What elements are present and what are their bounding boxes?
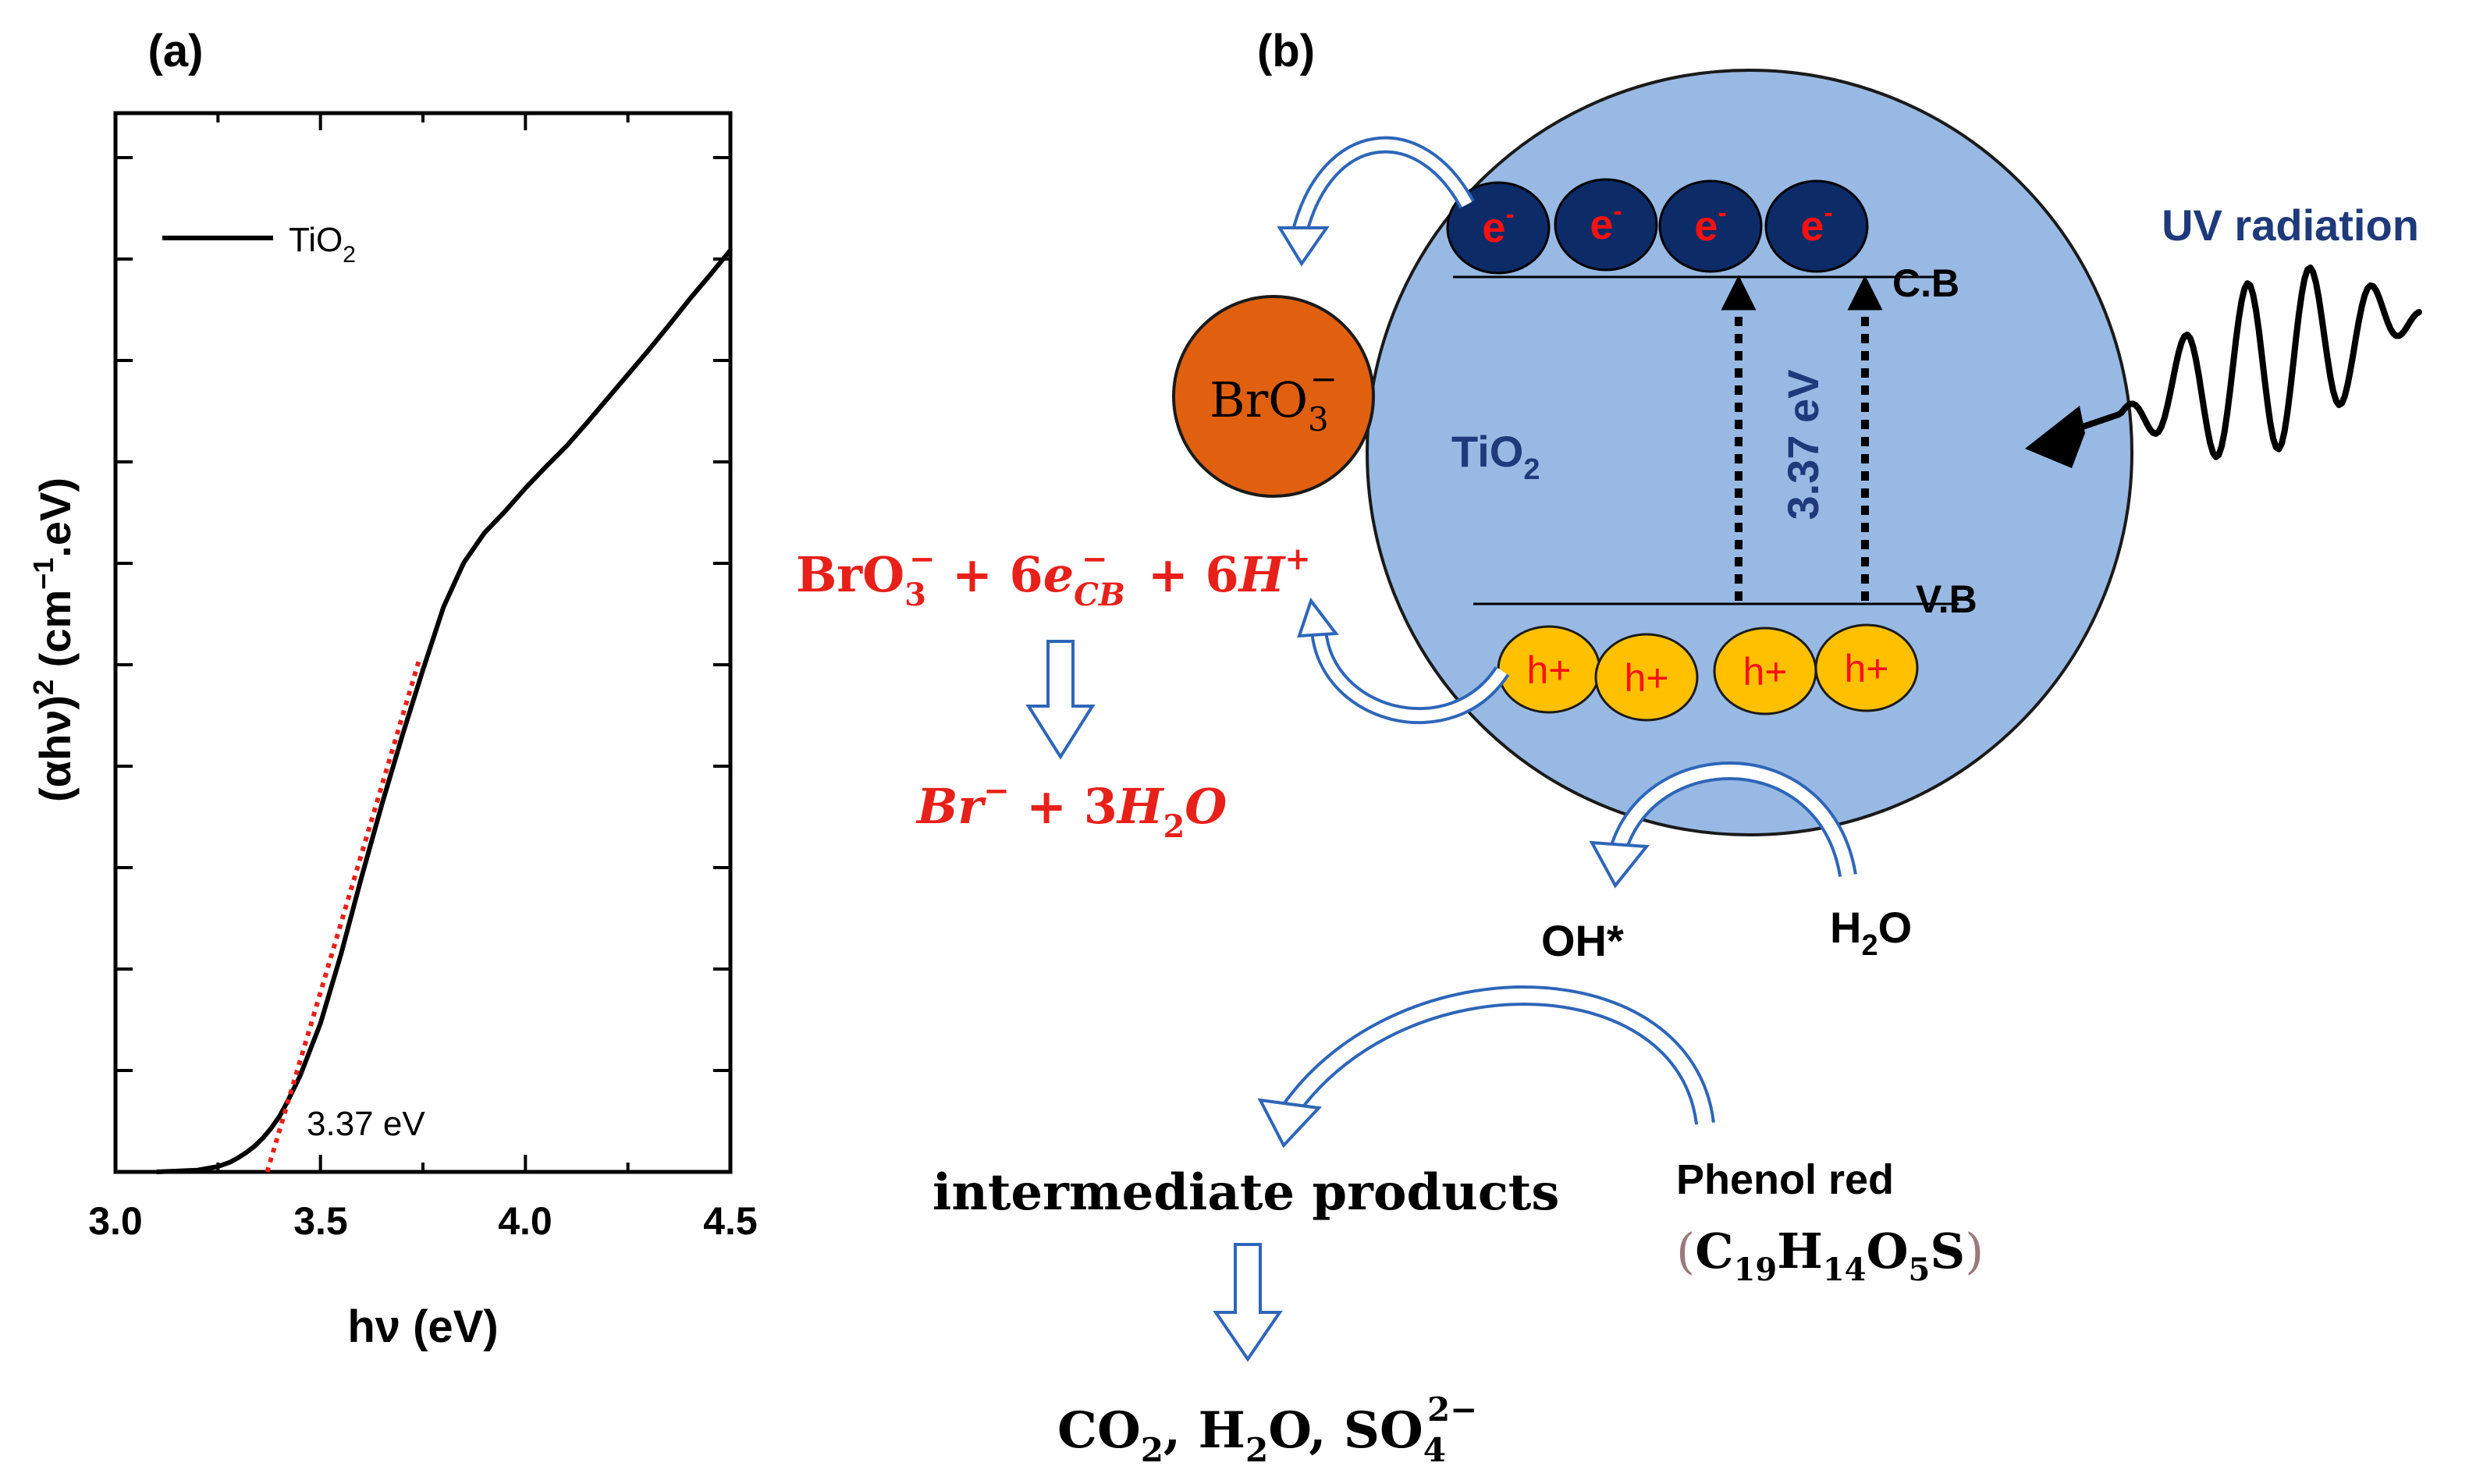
hole-2: h+	[1594, 633, 1699, 722]
bromate-sphere	[1172, 295, 1375, 498]
y-axis-label: (αhν)2 (cm−1.eV)	[27, 478, 80, 802]
svg-text:e-: e-	[1800, 198, 1832, 250]
hole-3: h+	[1713, 627, 1817, 715]
electrons: e- e- e- e-	[1446, 178, 1869, 275]
panel-a: (a) 3.0 3.5 4.0 4.5 hν (eV) (αhν)2 (cm−1…	[27, 26, 758, 1352]
series-tio2-curve	[156, 248, 733, 1174]
tio2-label: TiO2	[1451, 427, 1540, 486]
reaction-bromide-product: Br− + 3H2O	[915, 772, 1227, 845]
svg-text:e-: e-	[1694, 198, 1726, 250]
svg-text:h+: h+	[1526, 648, 1571, 692]
phenol-red-label: Phenol red	[1676, 1156, 1894, 1203]
x-tick-4.0: 4.0	[498, 1199, 552, 1243]
hole-4: h+	[1814, 623, 1919, 712]
legend-label: TiO2	[289, 221, 356, 268]
hydroxyl-radical-label: OH*	[1541, 916, 1624, 965]
holes: h+ h+ h+ h+	[1497, 623, 1919, 722]
panel-a-label: (a)	[148, 26, 204, 76]
svg-text:h+: h+	[1624, 656, 1668, 700]
electron-3: e-	[1658, 179, 1763, 273]
x-tick-3.5: 3.5	[293, 1199, 348, 1243]
mineralization-arrow-down	[1213, 1243, 1283, 1362]
svg-text:h+: h+	[1743, 650, 1787, 694]
electron-transfer-arrow	[1277, 136, 1475, 267]
uv-wave	[2073, 264, 2422, 460]
intermediate-products-label: intermediate products	[933, 1163, 1559, 1222]
bromate-label: BrO3−	[1210, 360, 1338, 438]
x-axis-label: hν (eV)	[347, 1301, 498, 1352]
x-tick-4.5: 4.5	[703, 1199, 758, 1243]
svg-text:h+: h+	[1844, 647, 1888, 691]
vb-label: V.B	[1916, 577, 1977, 621]
panel-b-label: (b)	[1257, 26, 1315, 76]
hole-return-arrow	[1297, 597, 1510, 725]
final-products-label: CO2, H2O, SO42−	[1057, 1390, 1477, 1469]
panel-b: (b) TiO2 C.B V.B e- e- e- e-	[796, 26, 2422, 1469]
electron-4: e-	[1764, 179, 1869, 273]
axis-ticks	[114, 113, 732, 1173]
svg-text:e-: e-	[1590, 197, 1622, 248]
reaction-arrow-down	[1025, 640, 1096, 760]
phenol-degradation-arrow	[1257, 985, 1715, 1149]
bandgap-label: 3.37 eV	[1778, 369, 1828, 520]
water-oxidation-arrow	[1589, 762, 1857, 889]
reaction-bromate-reduction: BrO3− + 6eCB− + 6H+	[796, 541, 1311, 613]
plot-frame	[113, 111, 733, 1174]
water-label: H2O	[1830, 903, 1912, 962]
x-tick-3.0: 3.0	[88, 1199, 143, 1243]
bandgap-annotation: 3.37 eV	[307, 1105, 425, 1143]
cb-label: C.B	[1892, 261, 1959, 305]
uv-radiation-label: UV radiation	[2162, 201, 2419, 250]
phenol-red-formula: (C19H14O5S)	[1676, 1223, 1984, 1288]
series-linear-fit	[265, 660, 421, 1173]
electron-1: e-	[1446, 181, 1551, 275]
uv-arrowhead	[2025, 406, 2085, 468]
hole-1: h+	[1497, 625, 1601, 714]
svg-text:e-: e-	[1482, 200, 1514, 251]
electron-2: e-	[1554, 178, 1658, 272]
